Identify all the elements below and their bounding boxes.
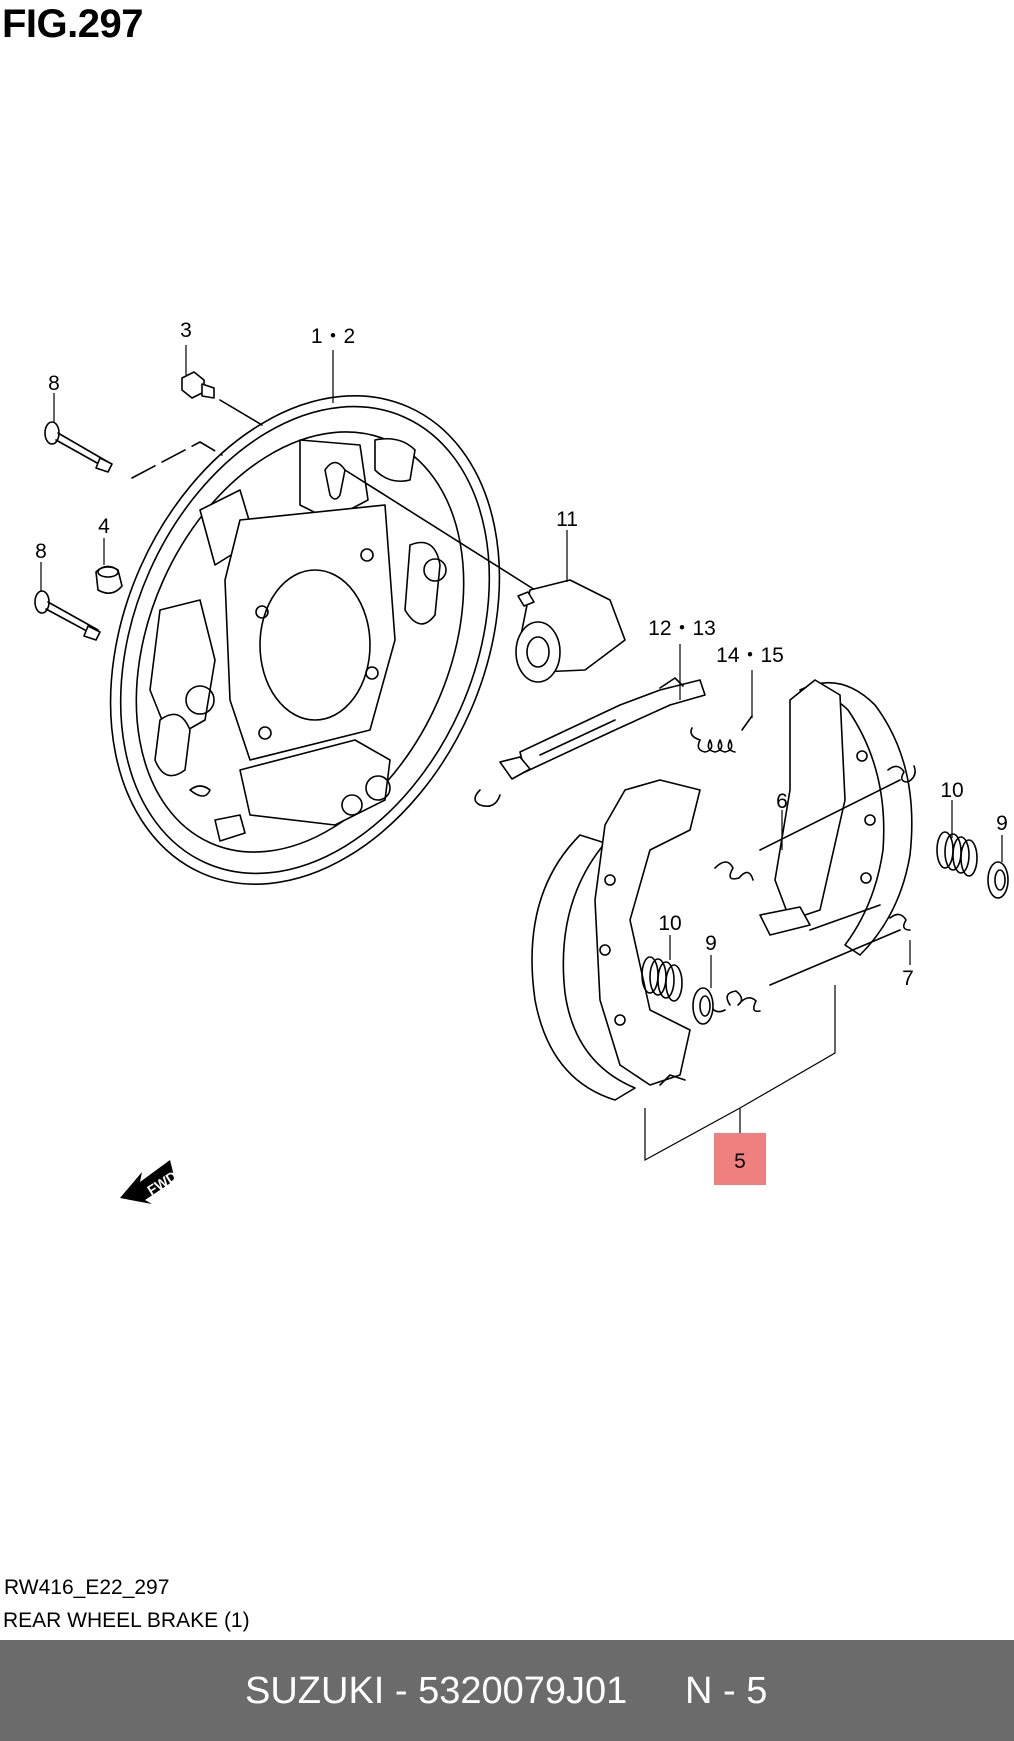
retainer-cup-right bbox=[987, 861, 1009, 899]
highlight-box bbox=[714, 1133, 766, 1185]
upper-return-spring bbox=[714, 765, 916, 881]
fwd-arrow-icon: FWD bbox=[120, 1160, 180, 1204]
leader-lines bbox=[40, 345, 1003, 1162]
bleeder-bolt bbox=[181, 371, 263, 426]
small-return-spring bbox=[690, 715, 753, 753]
figure-title: FIG.297 bbox=[2, 2, 144, 46]
hold-down-spring-right bbox=[936, 831, 978, 877]
callout-label: 11 bbox=[556, 508, 578, 531]
drawing-reference-code: RW416_E22_297 bbox=[4, 1576, 170, 1599]
brake-shoe-rear bbox=[759, 679, 913, 956]
brake-exploded-diagram: FWD 3 1・2 8 4 8 11 12・13 14・15 6 10 9 10… bbox=[34, 319, 1009, 1204]
footer-part-number: SUZUKI - 5320079J01 bbox=[245, 1670, 628, 1712]
hold-down-pin-upper bbox=[44, 421, 223, 479]
lower-return-spring bbox=[709, 913, 911, 1013]
brake-shoe-front bbox=[531, 779, 701, 1101]
wheel-cylinder bbox=[344, 469, 626, 683]
retainer-cup-left bbox=[692, 987, 714, 1025]
callout-label: 4 bbox=[98, 515, 110, 538]
plug-cap bbox=[95, 565, 123, 594]
callout-label: 8 bbox=[48, 372, 60, 395]
callout-label: 3 bbox=[180, 319, 192, 342]
callout-label: 12・13 bbox=[648, 617, 716, 640]
callout-label: 14・15 bbox=[716, 644, 784, 667]
callout-label-highlighted: 5 bbox=[734, 1150, 746, 1173]
callout-label: 6 bbox=[776, 790, 788, 813]
callout-label: 9 bbox=[996, 812, 1008, 835]
callout-label: 10 bbox=[658, 912, 681, 935]
callout-label: 9 bbox=[705, 932, 717, 955]
footer-bar: SUZUKI - 5320079J01 N - 5 bbox=[0, 1640, 1014, 1741]
hold-down-pin-lower bbox=[34, 590, 101, 641]
callout-label: 7 bbox=[902, 967, 914, 990]
footer-reference: N - 5 bbox=[685, 1670, 768, 1712]
backing-plate bbox=[109, 395, 501, 885]
callout-label: 8 bbox=[35, 540, 47, 563]
callout-label: 1・2 bbox=[311, 325, 355, 348]
hold-down-spring-left bbox=[641, 956, 683, 1002]
callout-label: 10 bbox=[940, 779, 963, 802]
figure-caption: REAR WHEEL BRAKE (1) bbox=[3, 1609, 250, 1632]
adjuster-strut bbox=[474, 677, 706, 808]
